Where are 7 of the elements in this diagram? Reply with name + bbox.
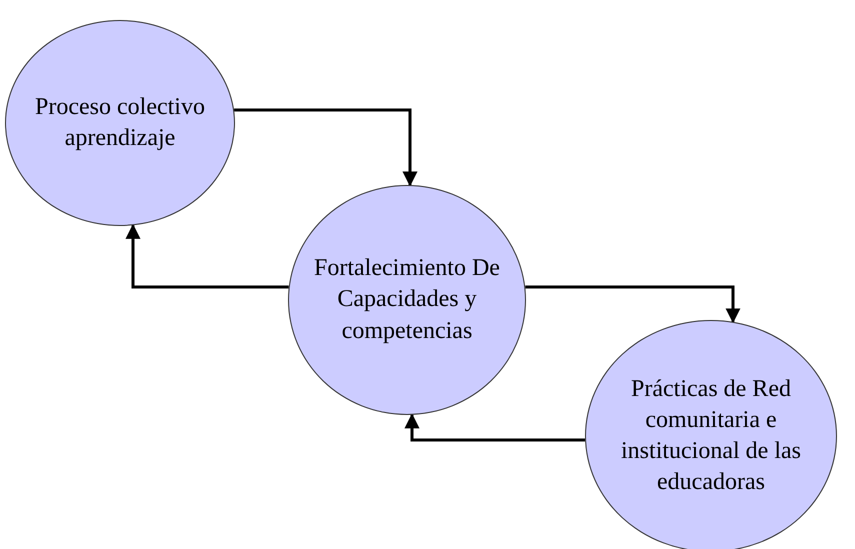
arrow	[234, 108, 418, 187]
arrow	[404, 413, 586, 442]
node-label: Fortalecimiento De Capacidades y competencias	[313, 254, 501, 346]
arrow	[126, 224, 289, 288]
node-label: Prácticas de Red comunitaria e institucional de las educadoras	[620, 374, 802, 498]
arrow	[525, 286, 740, 324]
node-label: Proceso colectivo aprendizaje	[34, 92, 206, 153]
